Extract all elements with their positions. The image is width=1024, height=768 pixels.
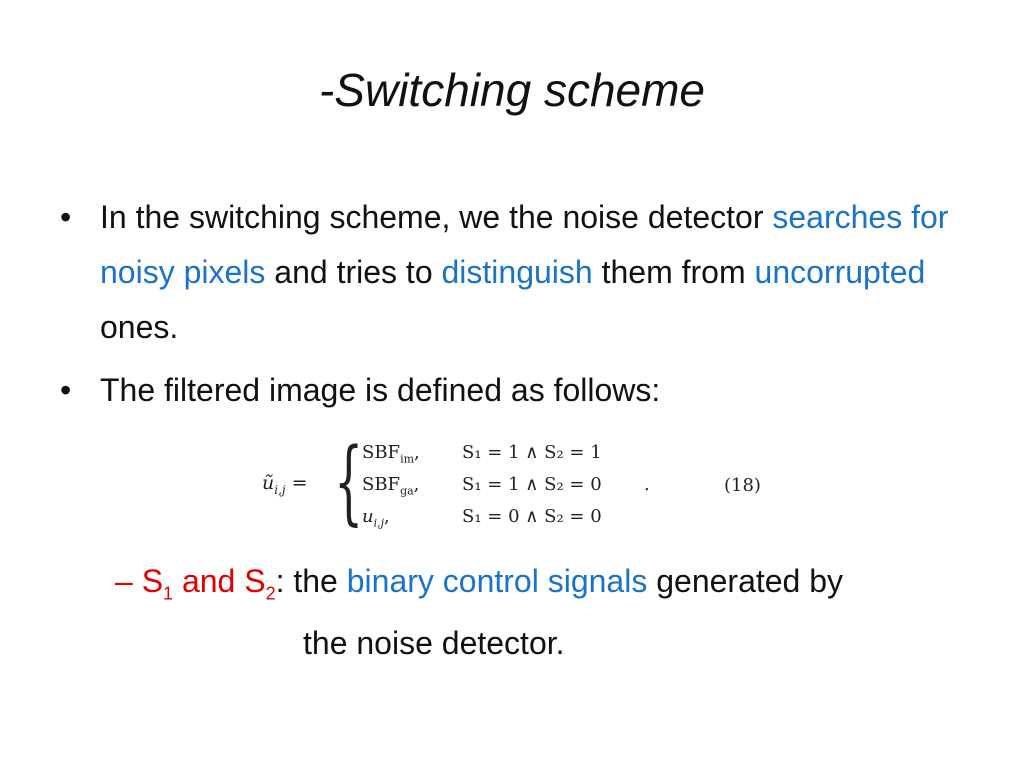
case-condition: S₁ = 1 ∧ S₂ = 1 [462, 442, 602, 463]
equation-period: . [644, 474, 650, 495]
signal-s1: S1 [141, 563, 174, 604]
bullet-item-intro: • In the switching scheme, we the noise … [60, 190, 960, 355]
sub-bullet-text: : the [275, 563, 347, 599]
equation-case: SBFga, S₁ = 1 ∧ S₂ = 0 [362, 474, 662, 498]
equation-equals: = [291, 472, 308, 494]
equation-lhs-subscript: i,j [274, 482, 286, 497]
equation-case: SBFim, S₁ = 1 ∧ S₂ = 1 [362, 442, 662, 466]
case-value: ui,j, [362, 506, 390, 530]
bullet-text: In the switching scheme, we the noise de… [100, 199, 773, 235]
sub-bullet-item: – S1 and S2: the binary control signals … [115, 556, 955, 668]
bullet-text: The filtered image is defined as follows… [100, 372, 661, 408]
bullet-dot-icon: • [60, 199, 72, 235]
highlight-text: binary control signals [346, 563, 648, 599]
slide-title: -Switching scheme [318, 64, 706, 116]
bullet-item-filtered-image: • The filtered image is defined as follo… [60, 363, 960, 418]
case-condition: S₁ = 0 ∧ S₂ = 0 [462, 506, 602, 527]
highlight-text: uncorrupted [754, 254, 926, 290]
sub-bullet-continuation: the noise detector. [303, 625, 565, 662]
signal-s2: and S2 [173, 563, 276, 604]
bullet-list: • In the switching scheme, we the noise … [60, 190, 960, 418]
sub-bullet-text: generated by [647, 563, 844, 599]
highlight-text: distinguish [441, 254, 593, 290]
case-condition: S₁ = 1 ∧ S₂ = 0 [462, 474, 602, 495]
bullet-dot-icon: • [60, 372, 72, 408]
left-brace-icon: { [334, 428, 364, 535]
sub-bullet-first-line: – S1 and S2: the binary control signals … [115, 556, 955, 618]
bullet-text: ones. [100, 309, 179, 345]
case-value: SBFim, [362, 442, 420, 466]
equation-number: (18) [724, 475, 761, 496]
equation-lhs-symbol: ũ [262, 472, 275, 494]
equation-case: ui,j, S₁ = 0 ∧ S₂ = 0 [362, 506, 662, 530]
equation-image: ũi,j = { SBFim, S₁ = 1 ∧ S₂ = 1 SBFga, S… [262, 432, 772, 532]
highlight-text: searches for noisy pixels [100, 199, 949, 290]
sub-bullet-dash-icon: – [115, 563, 133, 599]
case-value: SBFga, [362, 474, 420, 498]
bullet-text: and tries to [265, 254, 442, 290]
bullet-text: them from [592, 254, 755, 290]
equation-lhs: ũi,j = [262, 471, 308, 502]
